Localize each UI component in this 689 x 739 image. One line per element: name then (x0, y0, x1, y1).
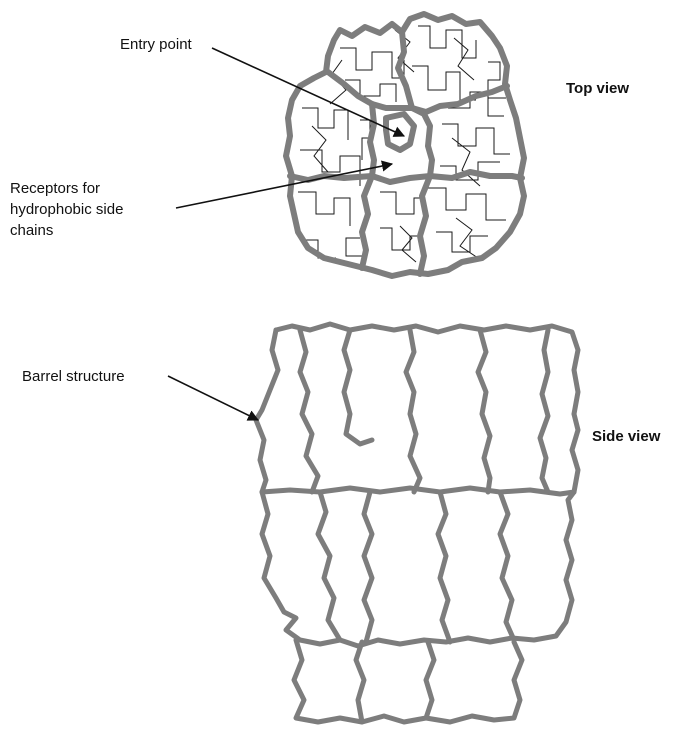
side-view-label: Side view (592, 426, 660, 447)
receptors-label-line2: hydrophobic side (10, 199, 123, 220)
receptors-label-line3: chains (10, 220, 53, 241)
top-view-structure (286, 14, 524, 276)
entry-point-label: Entry point (120, 34, 192, 55)
entry-point-arrow (212, 48, 404, 136)
top-view-label: Top view (566, 78, 629, 99)
barrel-structure-label: Barrel structure (22, 366, 125, 387)
side-view-structure (256, 324, 578, 722)
receptors-label-line1: Receptors for (10, 178, 100, 199)
barrel-structure-arrow (168, 376, 258, 420)
